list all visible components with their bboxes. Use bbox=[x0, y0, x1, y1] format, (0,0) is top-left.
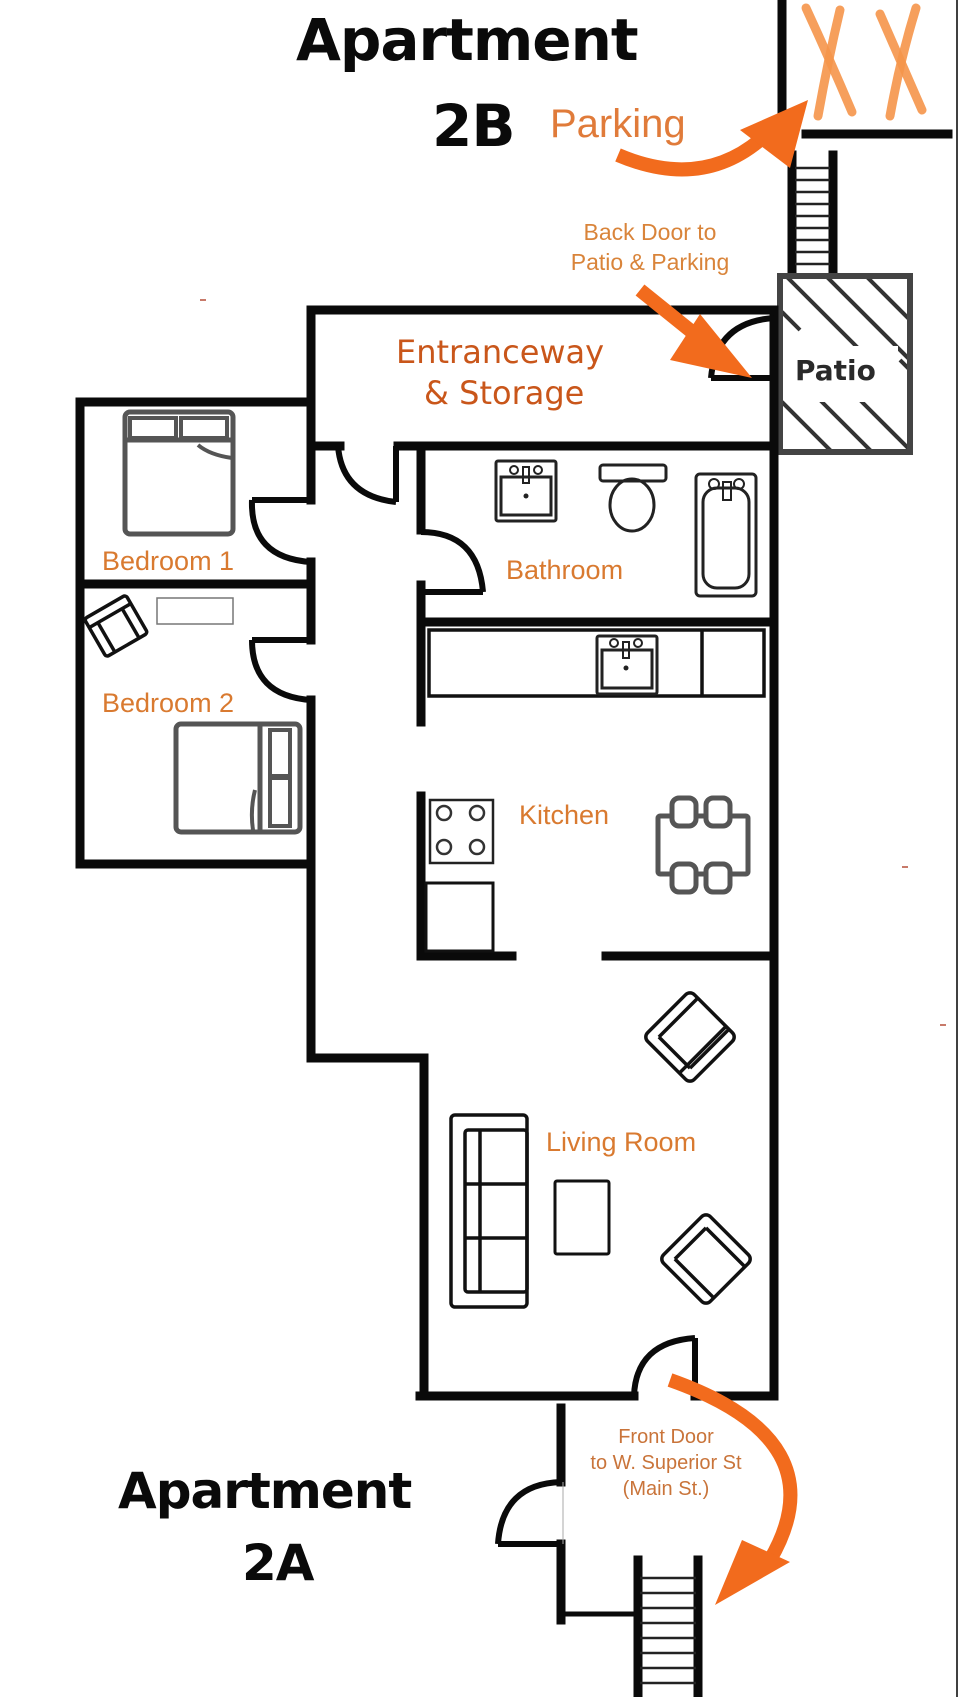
hall-door bbox=[335, 445, 399, 505]
patio bbox=[777, 273, 913, 455]
parking-area bbox=[777, 0, 958, 1697]
front-vestibule bbox=[495, 1403, 640, 1625]
front-door-arrow-icon bbox=[667, 1373, 798, 1605]
kitchen-sink-icon bbox=[595, 634, 659, 696]
toilet-icon bbox=[598, 463, 668, 533]
kitchen-walls bbox=[416, 791, 779, 961]
coffee-table-icon bbox=[553, 1179, 611, 1256]
front-door-label-line2: to W. Superior St bbox=[590, 1452, 742, 1474]
back-door-label-line2: Patio & Parking bbox=[570, 248, 730, 275]
entranceway-label-line2: & Storage bbox=[424, 374, 585, 412]
living-room-label: Living Room bbox=[546, 1127, 697, 1157]
entranceway-walls bbox=[306, 305, 779, 457]
stove-icon bbox=[428, 798, 495, 865]
bottom-title-line1: Apartment bbox=[118, 1462, 412, 1520]
bathroom-walls bbox=[416, 441, 779, 727]
top-title-line1: Apartment bbox=[296, 6, 639, 74]
sofa-icon bbox=[449, 1113, 529, 1309]
back-door-arrow-icon bbox=[635, 284, 752, 378]
kitchen-label: Kitchen bbox=[519, 800, 610, 830]
bedroom2-label: Bedroom 2 bbox=[102, 688, 235, 718]
living-room-walls bbox=[415, 1335, 779, 1401]
bathtub-icon bbox=[694, 472, 758, 598]
armchair-icon bbox=[644, 991, 736, 1083]
back-door-label-line1: Back Door to bbox=[583, 219, 717, 245]
top-title-line2: 2B bbox=[432, 92, 516, 160]
bed-icon bbox=[122, 409, 236, 537]
front-door-label-line3: (Main St.) bbox=[622, 1478, 710, 1500]
back-stairs bbox=[787, 150, 838, 281]
bed-icon bbox=[173, 721, 303, 835]
kitchen-counter bbox=[427, 628, 766, 698]
parking-x-marks-icon bbox=[801, 3, 927, 121]
fridge-icon bbox=[424, 881, 495, 953]
armchair-icon bbox=[660, 1213, 752, 1305]
sink-icon bbox=[494, 459, 558, 523]
armchair-icon bbox=[83, 594, 149, 658]
front-stairs bbox=[633, 1555, 703, 1697]
dining-table-icon bbox=[655, 795, 751, 895]
entranceway-label-line1: Entranceway bbox=[396, 333, 605, 371]
desk-icon bbox=[156, 597, 234, 625]
front-door-label-line1: Front Door bbox=[618, 1426, 714, 1448]
bedroom-walls bbox=[75, 397, 316, 1063]
bottom-title-line2: 2A bbox=[242, 1534, 314, 1592]
hall-wall bbox=[306, 1053, 573, 1401]
bedroom1-label: Bedroom 1 bbox=[102, 546, 235, 576]
patio-label: Patio bbox=[795, 354, 876, 387]
back-door-label: Back Door to Patio & Parking bbox=[540, 218, 760, 278]
parking-label: Parking bbox=[550, 102, 686, 146]
parking-arrow-icon bbox=[615, 100, 808, 177]
bathroom-label: Bathroom bbox=[506, 555, 624, 585]
front-door-label: Front Door to W. Superior St (Main St.) bbox=[566, 1424, 766, 1502]
